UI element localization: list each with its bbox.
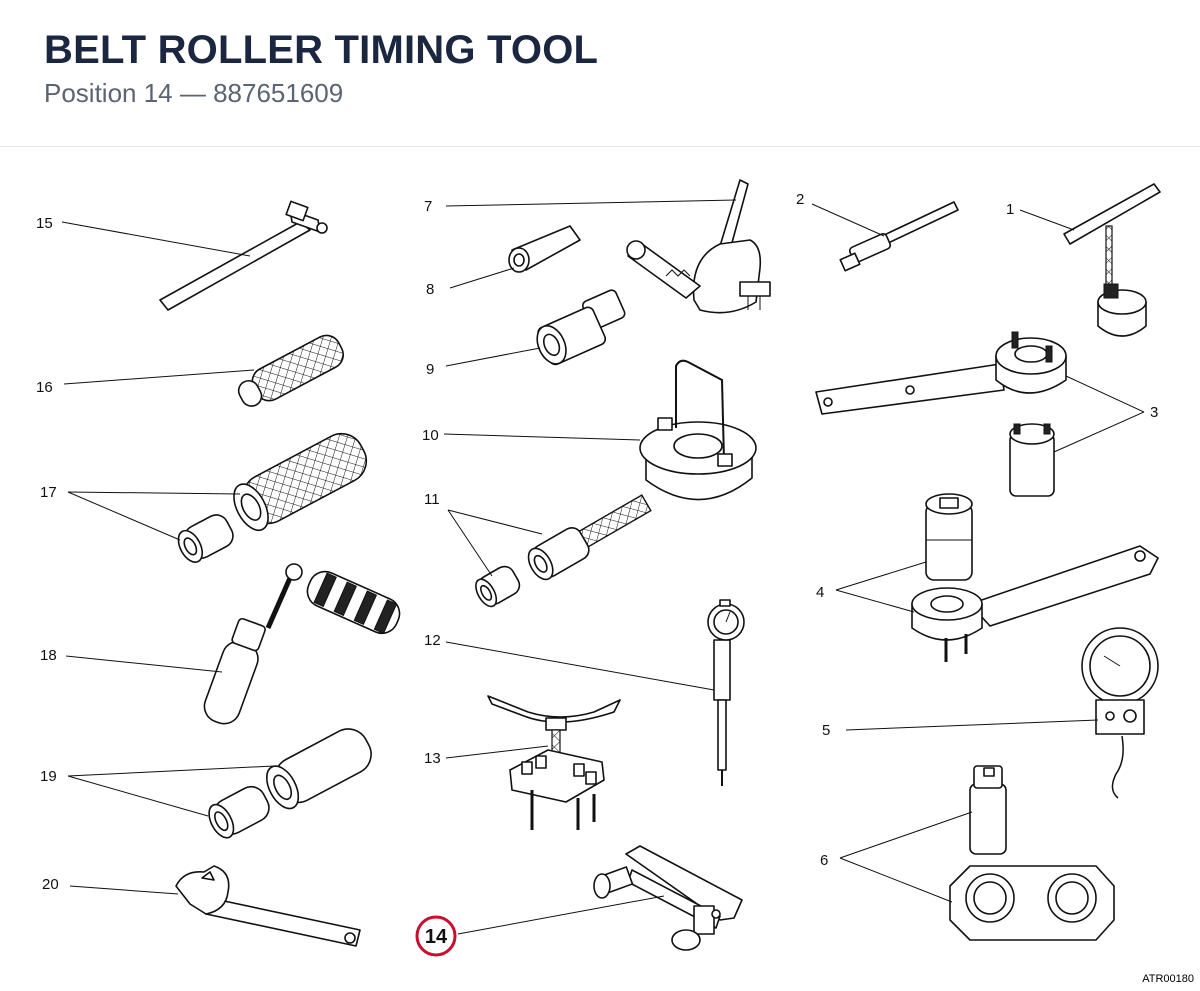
label-11: 11	[424, 491, 440, 508]
label-5: 5	[822, 722, 830, 739]
leader-17a	[67, 491, 241, 495]
tool-2-bit[interactable]	[839, 201, 959, 272]
label-7: 7	[424, 198, 432, 215]
tool-16-knurled-handle[interactable]	[233, 331, 348, 414]
label-3: 3	[1150, 404, 1158, 421]
page-subtitle: Position 14 — 887651609	[44, 78, 344, 108]
tool-17-knurled-sleeve[interactable]	[174, 426, 374, 566]
label-16: 16	[36, 379, 53, 396]
leader-14	[457, 895, 665, 935]
tool-3-pin-spanner[interactable]	[815, 331, 1067, 497]
tool-12-dial-probe[interactable]	[707, 599, 745, 786]
tool-18-ratchet-handle[interactable]	[200, 563, 405, 728]
tool-4-flange-wrench[interactable]	[911, 493, 1159, 662]
label-9: 9	[426, 361, 434, 378]
leader-20	[69, 885, 179, 895]
label-13: 13	[424, 750, 441, 767]
leader-17b	[67, 491, 181, 541]
leader-7	[445, 199, 737, 207]
label-12: 12	[424, 632, 441, 649]
label-2: 2	[796, 191, 804, 208]
leader-12	[445, 641, 715, 691]
label-19: 19	[40, 768, 57, 785]
leader-16	[63, 369, 255, 385]
leader-3a	[1065, 375, 1145, 413]
label-15: 15	[36, 215, 53, 232]
tool-10-fixture[interactable]	[639, 359, 757, 501]
leader-6b	[839, 857, 953, 903]
tool-1-t-handle[interactable]	[1063, 183, 1161, 337]
label-10: 10	[422, 427, 439, 444]
tool-5-dial-indicator[interactable]	[1081, 627, 1159, 799]
label-14: 14	[425, 926, 448, 948]
leader-1	[1019, 209, 1075, 231]
leader-19a	[67, 765, 275, 777]
label-17: 17	[40, 484, 57, 501]
tool-9-adapter[interactable]	[529, 289, 633, 369]
leader-19b	[67, 775, 209, 817]
leader-6a	[839, 811, 973, 859]
tool-19-sockets[interactable]	[204, 722, 378, 842]
leader-8	[449, 267, 515, 289]
leader-13	[445, 745, 549, 759]
leader-5	[845, 719, 1099, 731]
header: BELT ROLLER TIMING TOOL Position 14 — 88…	[0, 0, 1200, 147]
tool-7-timing-body[interactable]	[626, 179, 771, 314]
tool-20-hook-wrench[interactable]	[175, 865, 361, 947]
label-6: 6	[820, 852, 828, 869]
page-title: BELT ROLLER TIMING TOOL	[44, 28, 599, 72]
tool-15-bar[interactable]	[159, 200, 328, 311]
label-14-highlight-ring	[415, 915, 457, 957]
leader-2	[811, 203, 885, 237]
tool-6-castle-plate[interactable]	[949, 765, 1115, 941]
leader-4b	[835, 589, 915, 613]
tool-14-belt-roller-timing-tool[interactable]	[593, 845, 743, 951]
tool-8-cone[interactable]	[508, 225, 581, 273]
leader-11a	[447, 509, 543, 535]
label-20: 20	[42, 876, 59, 893]
leader-15	[61, 221, 251, 257]
leader-9	[445, 347, 541, 367]
label-1: 1	[1006, 201, 1014, 218]
leader-4a	[835, 561, 927, 591]
drawing-code: ATR00180	[1142, 973, 1194, 985]
label-8: 8	[426, 281, 434, 298]
leader-18	[65, 655, 223, 673]
tool-13-puller[interactable]	[487, 695, 621, 830]
label-4: 4	[816, 584, 824, 601]
leader-3b	[1053, 411, 1145, 453]
label-18: 18	[40, 647, 57, 664]
leader-11b	[447, 509, 493, 577]
leader-10	[443, 433, 641, 441]
tool-11-bolt[interactable]	[472, 488, 655, 610]
